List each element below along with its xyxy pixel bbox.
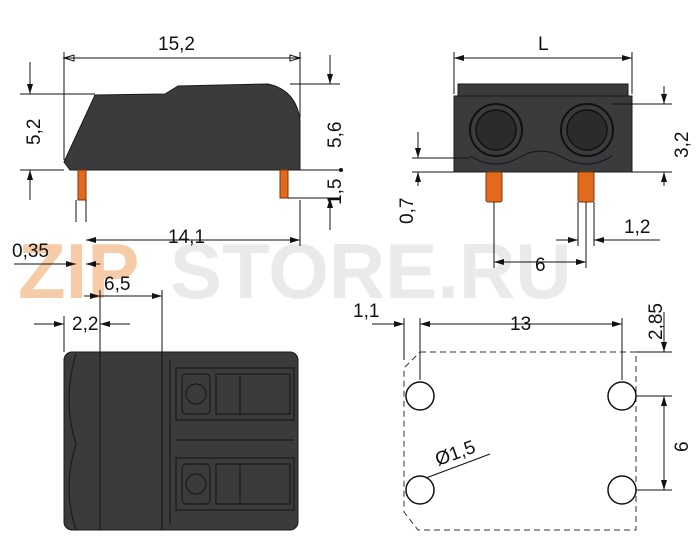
watermark: ZIP STORE.RU [18,227,572,315]
dim-pin-length-1-5: 1,5 [325,179,346,205]
dim-pitch-6: 6 [672,441,693,452]
watermark-accent: ZIP [18,227,139,315]
dim-pin-dia-0-35: 0,35 [12,241,49,262]
footprint-view: Ø1,5 1,1 13 2,85 6 [353,301,693,531]
footprint-hole-top-left [405,381,435,411]
dim-pin-height-3-2: 3,2 [672,132,693,158]
top-view-body [63,351,299,531]
dim-pin-offset-0-7: 0,7 [397,198,418,224]
front-view-pin-right [577,171,595,203]
dim-pin-width-1-2: 1,2 [624,217,650,238]
footprint-outline [403,351,637,531]
dim-height-5-2: 5,2 [24,119,45,145]
top-view: 6,5 2,2 [34,274,299,531]
dim-hole-dia-1-5: Ø1,5 [433,437,479,471]
dim-height-5-6: 5,6 [325,122,346,148]
footprint-hole-bottom-left [405,475,435,505]
front-view: L 3,2 0,7 6 1,2 [397,34,693,276]
side-view-pin-left [77,169,87,201]
side-view-pin-right [279,169,289,199]
watermark-rest: STORE.RU [170,227,572,315]
dim-pin-pitch-6: 6 [535,255,546,276]
dim-pin-span-14-1: 14,1 [168,227,205,248]
dim-span-13: 13 [510,314,531,335]
dim-width-15-2: 15,2 [158,34,195,55]
dim-offset-2-85: 2,85 [646,303,667,340]
dim-edge-1-1: 1,1 [353,301,379,322]
side-view: 15,2 5,2 5,6 1,5 14,1 0,35 [12,34,346,267]
front-view-pin-left [485,171,503,203]
dim-offset-6-5: 6,5 [104,274,130,295]
side-view-body [63,83,301,171]
front-view-top-ribs [457,83,629,97]
dim-offset-2-2: 2,2 [72,314,98,335]
dim-length-L: L [538,34,549,55]
footprint-hole-bottom-right [607,475,637,505]
footprint-hole-top-right [607,381,637,411]
